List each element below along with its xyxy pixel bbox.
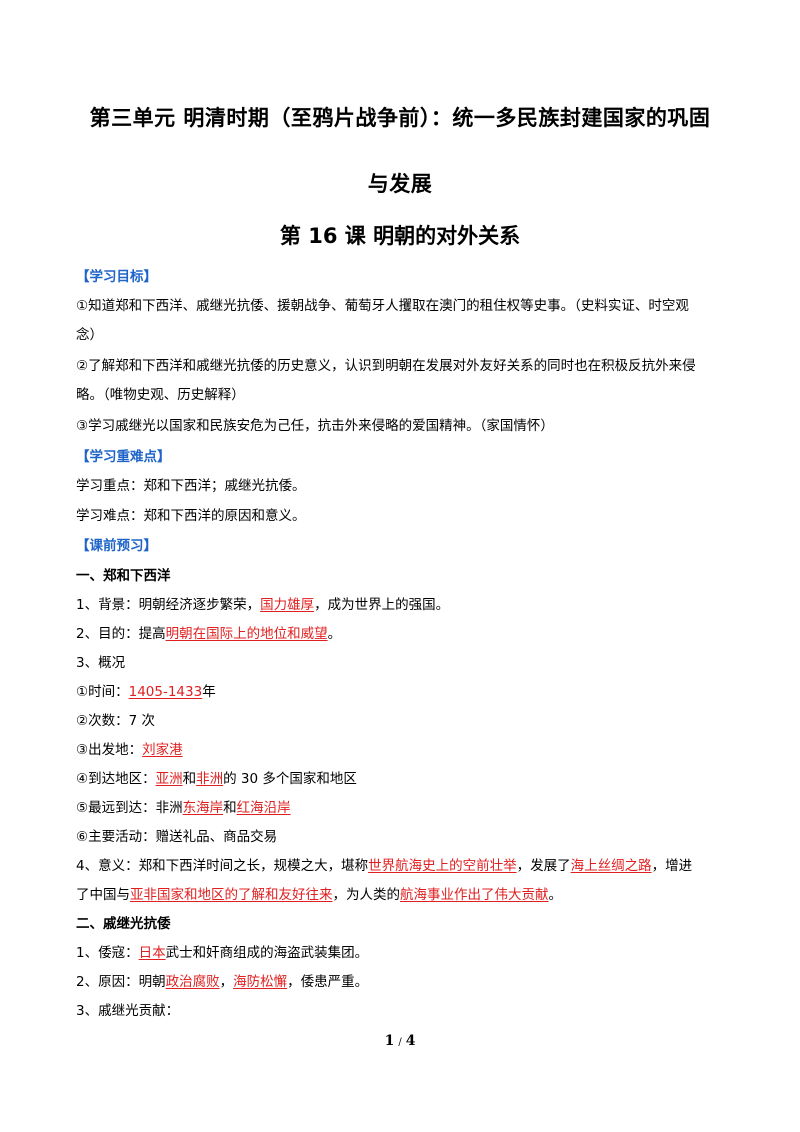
objective-2-line2: 略。（唯物史观、历史解释） (76, 387, 245, 403)
purpose-text: 。 (327, 626, 342, 642)
qijiguang-pirates: 1、倭寇：日本武士和奸商组成的海盗武装集团。 (76, 944, 740, 962)
answer-blank: 海上丝绸之路 (570, 858, 652, 874)
zhenghe-origin: ③出发地：刘家港 (76, 741, 740, 759)
farthest-text: ⑤最远到达：非洲 (76, 800, 183, 816)
objective-2-line1: ②了解郑和下西洋和戚继光抗倭的历史意义，认识到明朝在发展对外友好关系的同时也在积… (76, 358, 696, 374)
objective-3: ③学习戚继光以国家和民族安危为己任，抗击外来侵略的爱国精神。（家国情怀） (76, 418, 554, 434)
answer-blank: 世界航海史上的空前壮举 (368, 858, 517, 874)
answer-blank: 日本 (138, 945, 166, 961)
page-number: 1/4 (0, 1033, 800, 1049)
section-qijiguang-heading: 二、戚继光抗倭 (76, 916, 171, 932)
answer-blank: 红海沿岸 (236, 800, 291, 816)
answer-blank: 亚洲 (155, 771, 183, 787)
reach-text: 和 (182, 771, 197, 787)
cause-text: ，倭患严重。 (287, 974, 369, 990)
zhenghe-purpose: 2、目的：提高明朝在国际上的地位和威望。 (76, 625, 740, 643)
zhenghe-times: ②次数：7 次 (76, 713, 155, 729)
origin-text: ③出发地： (76, 742, 143, 758)
cause-text: ， (219, 974, 234, 990)
significance-text: 了中国与 (76, 887, 130, 903)
significance-text: 4、意义：郑和下西洋时间之长，规模之大，堪称 (76, 858, 369, 874)
time-text: 年 (202, 684, 216, 700)
cause-text: 2、原因：明朝 (76, 974, 166, 990)
answer-blank: 1405-1433 (128, 684, 203, 700)
zhenghe-activity: ⑥主要活动：赠送礼品、商品交易 (76, 829, 278, 845)
farthest-text: 和 (223, 800, 237, 816)
key-points-heading: 【学习重难点】 (76, 449, 171, 465)
preview-heading: 【课前预习】 (76, 538, 157, 554)
pirates-text: 武士和奸商组成的海盗武装集团。 (165, 945, 369, 961)
answer-blank: 亚非国家和地区的了解和友好往来 (130, 887, 333, 903)
significance-text: 。 (548, 887, 563, 903)
zhenghe-overview: 3、概况 (76, 655, 126, 671)
significance-text: ，发展了 (516, 858, 571, 874)
page-separator: / (398, 1037, 402, 1048)
zhenghe-significance-line1: 4、意义：郑和下西洋时间之长，规模之大，堪称世界航海史上的空前壮举，发展了海上丝… (76, 857, 740, 875)
zhenghe-significance-line2: 了中国与亚非国家和地区的了解和友好往来，为人类的航海事业作出了伟大贡献。 (76, 886, 740, 904)
objectives-heading: 【学习目标】 (76, 269, 157, 285)
answer-blank: 政治腐败 (165, 974, 220, 990)
unit-title-line1: 第三单元 明清时期（至鸦片战争前）：统一多民族封建国家的巩固 (89, 106, 711, 130)
significance-text: ，为人类的 (332, 887, 401, 903)
answer-blank: 明朝在国际上的地位和威望 (165, 626, 328, 642)
section-zhenghe-heading: 一、郑和下西洋 (76, 568, 171, 584)
background-text: ，成为世界上的强国。 (314, 597, 450, 613)
reach-text: ④到达地区： (76, 771, 156, 787)
objective-1-line1: ①知道郑和下西洋、戚继光抗倭、援朝战争、葡萄牙人攫取在澳门的租住权等史事。（史料… (76, 298, 689, 314)
significance-text: ，增进 (651, 858, 693, 874)
time-text: ①时间： (76, 684, 129, 700)
objective-1-line2: 念） (76, 327, 103, 343)
zhenghe-background: 1、背景：明朝经济逐步繁荣，国力雄厚，成为世界上的强国。 (76, 596, 740, 614)
pirates-text: 1、倭寇： (76, 945, 139, 961)
zhenghe-time: ①时间：1405-1433年 (76, 683, 740, 701)
unit-title-line2: 与发展 (367, 172, 433, 196)
answer-blank: 东海岸 (182, 800, 224, 816)
answer-blank: 刘家港 (142, 742, 183, 758)
background-text: 1、背景：明朝经济逐步繁荣， (76, 597, 261, 613)
zhenghe-reach: ④到达地区：亚洲和非洲的 30 多个国家和地区 (76, 770, 740, 788)
lesson-title: 第 16 课 明朝的对外关系 (279, 224, 521, 248)
zhenghe-farthest: ⑤最远到达：非洲东海岸和红海沿岸 (76, 799, 740, 817)
key-focus: 学习重点：郑和下西洋；戚继光抗倭。 (76, 478, 306, 494)
answer-blank: 非洲 (196, 771, 224, 787)
reach-text: 的 30 多个国家和地区 (223, 771, 357, 787)
qijiguang-cause: 2、原因：明朝政治腐败，海防松懈，倭患严重。 (76, 973, 740, 991)
answer-blank: 国力雄厚 (260, 597, 315, 613)
page-current: 1 (384, 1033, 395, 1049)
answer-blank: 海防松懈 (233, 974, 288, 990)
key-difficulty: 学习难点：郑和下西洋的原因和意义。 (76, 508, 306, 524)
purpose-text: 2、目的：提高 (76, 626, 166, 642)
page-total: 4 (405, 1033, 416, 1049)
answer-blank: 航海事业作出了伟大贡献 (400, 887, 549, 903)
qijiguang-contribution: 3、戚继光贡献： (76, 1003, 180, 1019)
